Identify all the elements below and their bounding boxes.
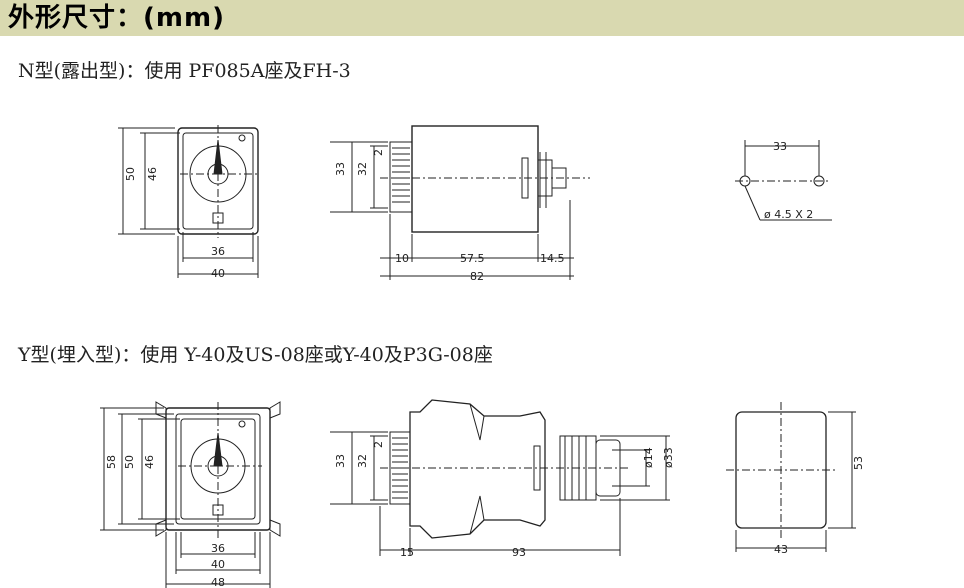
n-front-inner-width: 36 <box>211 245 225 258</box>
y-type-title: Y型(埋入型)：使用 Y-40及US-08座或Y-40及P3G-08座 <box>18 344 493 366</box>
n-front-outer-height: 50 <box>124 167 137 181</box>
y-front-w36: 36 <box>211 542 225 555</box>
y-side-h33: 33 <box>334 454 347 468</box>
y-front-h58: 58 <box>105 455 118 469</box>
y-front-view <box>100 401 281 588</box>
n-front-inner-height: 46 <box>146 167 159 181</box>
n-front-outer-width: 40 <box>211 267 225 280</box>
n-cutout-spacing: 33 <box>773 140 787 153</box>
y-front-w48: 48 <box>211 576 225 588</box>
y-cutout-view <box>726 402 856 552</box>
y-side-dia14: ø14 <box>642 447 655 468</box>
n-side-height-outer: 33 <box>334 162 347 176</box>
y-cutout-width: 43 <box>774 543 788 556</box>
page-title: 外形尺寸：(mm) <box>8 3 225 33</box>
n-side-height-inner: 32 <box>356 162 369 176</box>
n-side-d1: 10 <box>395 252 409 265</box>
y-side-gap: 2 <box>372 441 385 448</box>
n-type-title: N型(露出型)：使用 PF085A座及FH-3 <box>18 60 351 82</box>
header-bar <box>0 0 964 36</box>
n-side-gap: 2 <box>372 149 385 156</box>
y-side-view <box>330 399 670 556</box>
n-side-d3: 14.5 <box>540 252 565 265</box>
n-side-d2: 57.5 <box>460 252 485 265</box>
y-front-h50: 50 <box>123 455 136 469</box>
y-side-dia33: ø33 <box>662 447 675 468</box>
n-cutout-hole: ø 4.5 X 2 <box>764 208 813 221</box>
n-side-total: 82 <box>470 270 484 283</box>
y-cutout-height: 53 <box>852 456 865 470</box>
n-side-view <box>330 125 590 280</box>
y-side-h32: 32 <box>356 454 369 468</box>
n-front-view <box>118 125 259 278</box>
y-front-w40: 40 <box>211 558 225 571</box>
n-cutout-view <box>735 140 832 221</box>
y-side-d1: 15 <box>400 546 414 559</box>
y-side-d2: 93 <box>512 546 526 559</box>
y-front-h46: 46 <box>143 455 156 469</box>
